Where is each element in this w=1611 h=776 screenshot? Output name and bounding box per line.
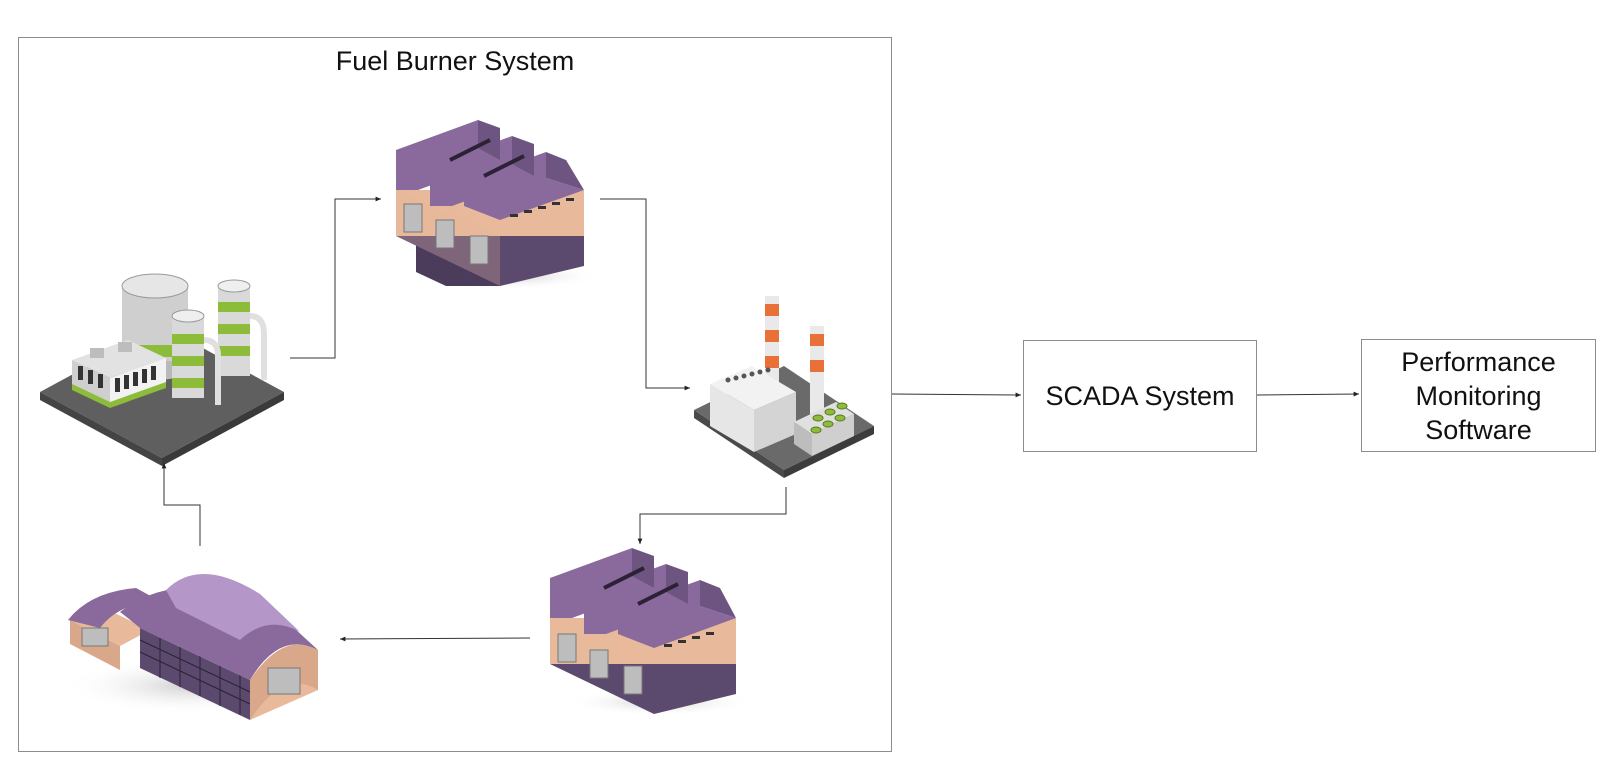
performance-label-line-3: Software [1425,414,1532,445]
scada-system-box: SCADA System [1023,340,1257,452]
power-plant-icon [694,296,874,478]
connector-scada-to-performance [1256,391,1360,397]
connector-system-to-scada [891,392,1022,398]
fuel-burner-system-title: Fuel Burner System [335,46,575,76]
storage-tank-plant-icon [40,273,284,466]
warehouse-icon [550,548,752,716]
fuel-burner-system-frame [18,37,892,752]
connector-warehouse-to-power-plant [600,198,690,391]
connector-hangar-to-tank-plant [161,463,201,546]
warehouse-icon [396,120,600,290]
scada-system-label: SCADA System [1045,381,1235,411]
connector-tank-plant-to-warehouse [290,196,381,359]
performance-label-line-1: Performance [1401,346,1556,377]
connector-warehouse-to-hangar [339,636,531,642]
hangar-icon [62,573,318,720]
external-connectors [891,391,1360,398]
performance-label-line-2: Monitoring [1415,380,1542,411]
connector-power-plant-to-warehouse [637,487,787,544]
flow-connectors [161,196,787,642]
performance-monitoring-software-box: Performance Monitoring Software [1361,339,1596,452]
